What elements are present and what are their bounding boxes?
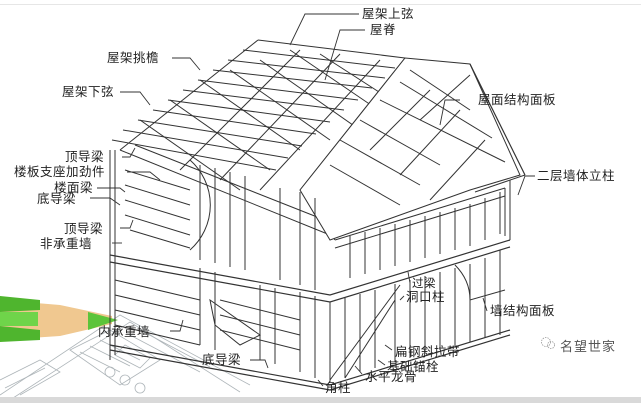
label-bottom-track-upper: 底导梁 [37,191,77,206]
floor-joists [124,159,211,251]
label-roof-bottom-chord: 屋架下弦 [62,84,115,99]
pencil-illustration [0,296,118,342]
label-second-floor-wall-stud: 二层墙体立柱 [537,168,616,183]
label-roof-top-chord: 屋架上弦 [362,6,415,21]
label-horizontal-bridging: 水平龙骨 [365,369,418,384]
bottom-divider [0,397,641,403]
label-foundation-anchor-bolt: 基础锚栓 [387,359,440,374]
label-corner-post: 角柱 [325,380,352,395]
top-divider [0,4,641,5]
wall-sheathing-cutaway [454,264,506,301]
label-top-track-lower: 顶导梁 [64,221,104,236]
label-opening-stud: 洞口柱 [406,289,446,304]
roof-sheathing-panels [299,57,521,241]
blueprint-background [0,314,251,401]
lower-floor-boards [114,279,301,351]
label-top-track-upper: 顶导梁 [65,149,105,164]
label-roof-eave-overhang: 屋架挑檐 [107,50,160,65]
label-wall-sheathing: 墙结构面板 [490,303,556,318]
upper-wall-studs [334,180,511,278]
bottom-track [109,329,511,391]
leader-lines [90,13,535,387]
label-ridge: 屋脊 [370,22,397,37]
house-framing [109,39,526,391]
label-non-load-bearing-wall: 非承重墙 [40,236,93,251]
watermark-text: 名望世家 [560,340,617,355]
flat-strap [329,284,401,381]
label-header: 过梁 [412,276,436,290]
label-floor-support-stiffener: 楼板支座加劲件 [14,164,106,179]
label-roof-sheathing: 屋面结构面板 [478,92,557,107]
roof-trusses [111,39,411,241]
label-interior-load-bearing-wall: 内承重墙 [98,324,151,339]
upper-left-wall [109,150,316,360]
wechat-logo-icon [541,337,555,349]
label-flat-strap-bracing: 扁钢斜拉带 [395,344,461,359]
lower-wall-studs [199,250,501,382]
label-bottom-track-lower: 底导梁 [202,352,242,367]
label-floor-joist: 楼面梁 [54,180,94,195]
